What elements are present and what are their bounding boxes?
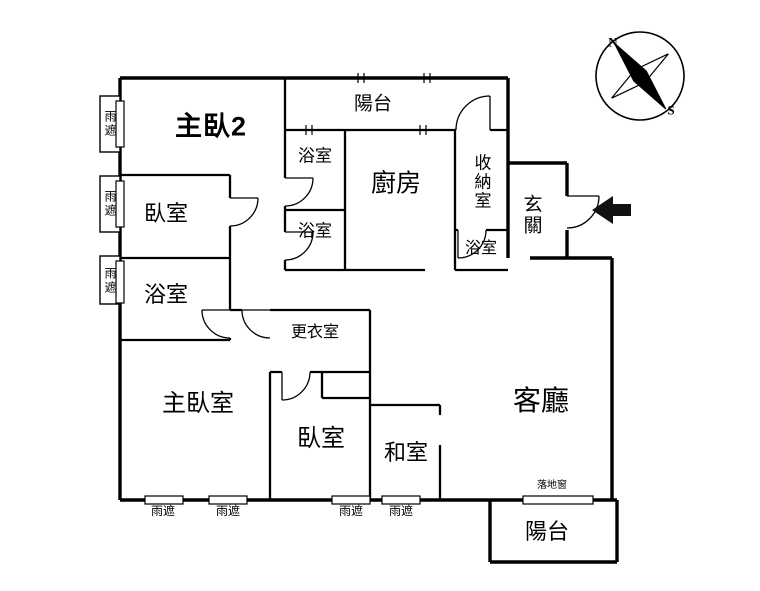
- room-label-living: 客廳: [512, 385, 570, 416]
- canopy-label: 雨遮: [103, 190, 117, 218]
- canopy-label: 雨遮: [150, 504, 176, 518]
- room-label-bath-left: 浴室: [143, 282, 189, 307]
- windows: [115, 100, 594, 505]
- room-label-bedroom-lower: 臥室: [297, 425, 345, 452]
- window: [208, 495, 248, 505]
- window: [331, 495, 371, 505]
- canopy-label: 雨遮: [215, 504, 241, 518]
- room-label-entry: 玄關: [520, 194, 542, 236]
- room-label-bath-a: 浴室: [298, 146, 332, 166]
- room-label-balcony-bottom: 陽台: [524, 519, 570, 544]
- room-label-storage: 收納室: [471, 153, 491, 211]
- room-label-bath-b: 浴室: [298, 221, 332, 241]
- room-label-master1: 主臥室: [162, 390, 234, 417]
- room-label-closet: 更衣室: [290, 324, 340, 341]
- window: [115, 100, 125, 148]
- compass-north-label: N: [608, 34, 618, 50]
- room-label-balcony-top: 陽台: [353, 93, 393, 115]
- room-label-bedroom-upper: 臥室: [143, 201, 189, 226]
- canopy-label: 雨遮: [338, 504, 364, 518]
- window-ticks: [305, 73, 431, 135]
- room-label-bath-c: 浴室: [464, 240, 498, 257]
- compass-south-label: S: [667, 102, 675, 118]
- canopy-label: 雨遮: [103, 267, 117, 295]
- compass-needle: [613, 42, 667, 110]
- room-label-tatami: 和室: [383, 440, 429, 465]
- entrance-arrow: [592, 196, 631, 224]
- door-arcs: [201, 95, 600, 401]
- canopy-label: 雨遮: [388, 504, 414, 518]
- compass: [595, 31, 685, 121]
- floor-window-label: 落地窗: [537, 480, 567, 491]
- window: [381, 495, 421, 505]
- floor-window: [522, 495, 594, 505]
- interior-walls: [120, 78, 508, 500]
- room-label-master2: 主臥2: [174, 111, 248, 142]
- canopy-label: 雨遮: [103, 110, 117, 138]
- window: [115, 260, 125, 304]
- room-label-kitchen: 廚房: [370, 169, 422, 198]
- window: [115, 180, 125, 228]
- window: [144, 495, 184, 505]
